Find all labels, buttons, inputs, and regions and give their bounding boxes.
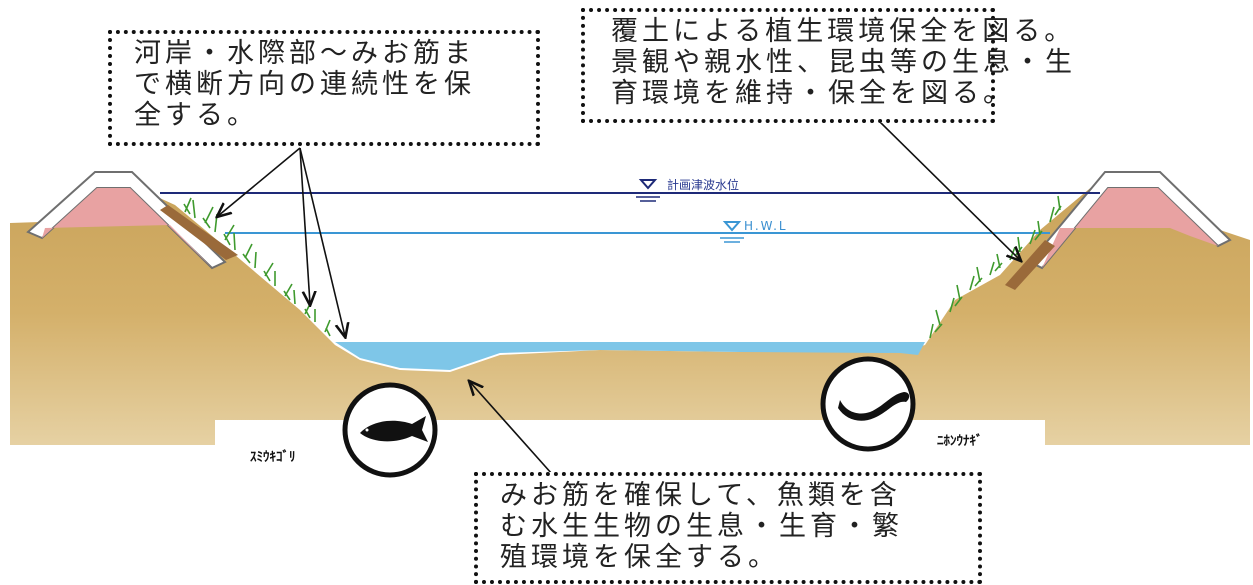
left-levee <box>26 171 238 270</box>
right-levee <box>1005 171 1232 290</box>
arrow-to-channel <box>470 382 553 475</box>
nihonunagi-label: ﾆﾎﾝｳﾅｷﾞ <box>937 434 983 449</box>
tsunami-level-marker-icon <box>636 179 660 202</box>
callout-arrows <box>218 121 1020 475</box>
right-slope-grass <box>929 195 1062 339</box>
nihonunagi-icon <box>820 356 916 452</box>
callout-vegetation: 覆土による植生環境保全を図る。 景観や親水性、昆虫等の生息・生 育環境を維持・保… <box>581 8 1076 123</box>
tsunami-water-level-label: 計画津波水位 <box>667 178 740 192</box>
sumiukigori-label: ｽﾐｳｷｺﾞﾘ <box>250 450 296 465</box>
arrow-to-left-levee <box>218 147 301 216</box>
left-slope-grass <box>183 197 331 337</box>
ground <box>10 180 1250 445</box>
callout-line: 景観や親水性、昆虫等の生息・生 <box>611 47 1076 78</box>
callout-line: 河岸・水際部～みお筋ま <box>134 38 475 69</box>
hwl-marker-icon <box>720 221 744 243</box>
arrow-to-left-slope-upper <box>299 147 310 304</box>
callout-line: 覆土による植生環境保全を図る。 <box>611 16 1076 47</box>
hwl-label: H.W.L <box>744 219 788 233</box>
callout-channel-habitat: みお筋を確保して、魚類を含 む水生生物の生息・生育・繁 殖環境を保全する。 <box>474 472 982 584</box>
callout-line: 殖環境を保全する。 <box>500 542 779 573</box>
callout-line: 全する。 <box>134 100 258 131</box>
river-water <box>335 342 925 370</box>
callout-line: む水生生物の生息・生育・繁 <box>500 511 903 542</box>
callout-bank-continuity: 河岸・水際部～みお筋ま で横断方向の連続性を保 全する。 <box>108 30 540 146</box>
callout-line: みお筋を確保して、魚類を含 <box>500 480 901 511</box>
callout-line: 育環境を維持・保全を図る。 <box>611 78 1014 109</box>
arrow-to-right-slope <box>879 121 1020 260</box>
arrow-to-left-slope-lower <box>299 147 345 336</box>
sumiukigori-icon <box>342 382 438 478</box>
callout-line: で横断方向の連続性を保 <box>134 69 475 100</box>
